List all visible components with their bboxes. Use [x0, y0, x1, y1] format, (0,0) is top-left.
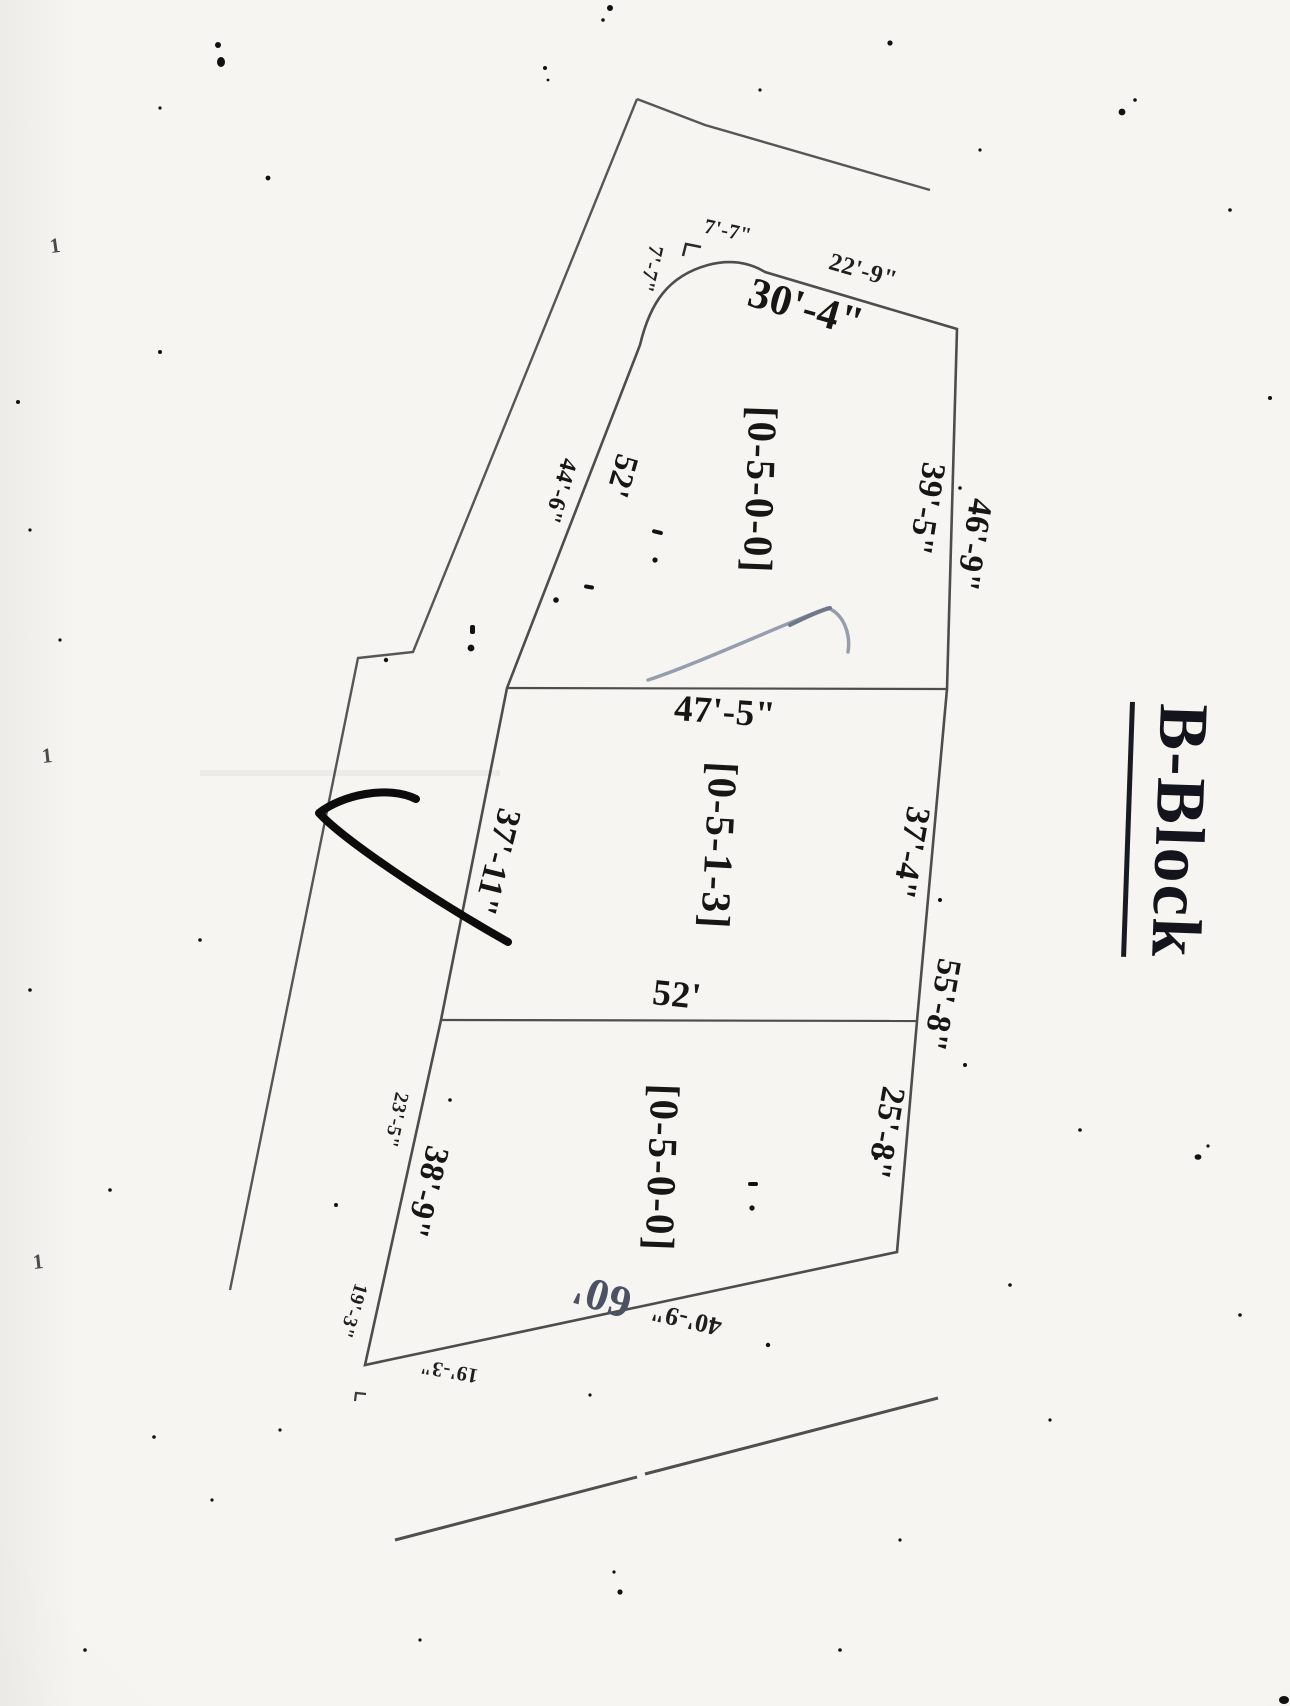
plot-divider-2	[440, 1018, 918, 1023]
unit-code-plot2: [0-5-1-3]	[692, 760, 747, 932]
unit-code-plot3: [0-5-0-0]	[636, 1083, 689, 1253]
road-edge-line	[394, 1396, 939, 1542]
dim-label-plot2-top: 47'-5"	[672, 688, 778, 736]
unit-code-plot1: [0-5-0-0]	[734, 405, 787, 575]
outer-boundary-top-line	[636, 97, 931, 192]
dim-label-plot3-top: 52'	[650, 972, 704, 1018]
pen-tick-annotation	[646, 606, 851, 682]
handwritten-checkmark	[315, 788, 512, 946]
parcel-outline	[363, 260, 959, 1367]
outer-boundary-left-line	[228, 98, 639, 1291]
bottom-corner-mark	[353, 1391, 367, 1402]
corner-witness-mark	[681, 242, 702, 257]
scan-noise	[16, 5, 1289, 1704]
block-title: B-Block	[1121, 701, 1223, 961]
scan-streak	[200, 770, 500, 776]
pen-tick-dark-segment	[788, 606, 832, 627]
plot-divider-1	[506, 686, 948, 691]
